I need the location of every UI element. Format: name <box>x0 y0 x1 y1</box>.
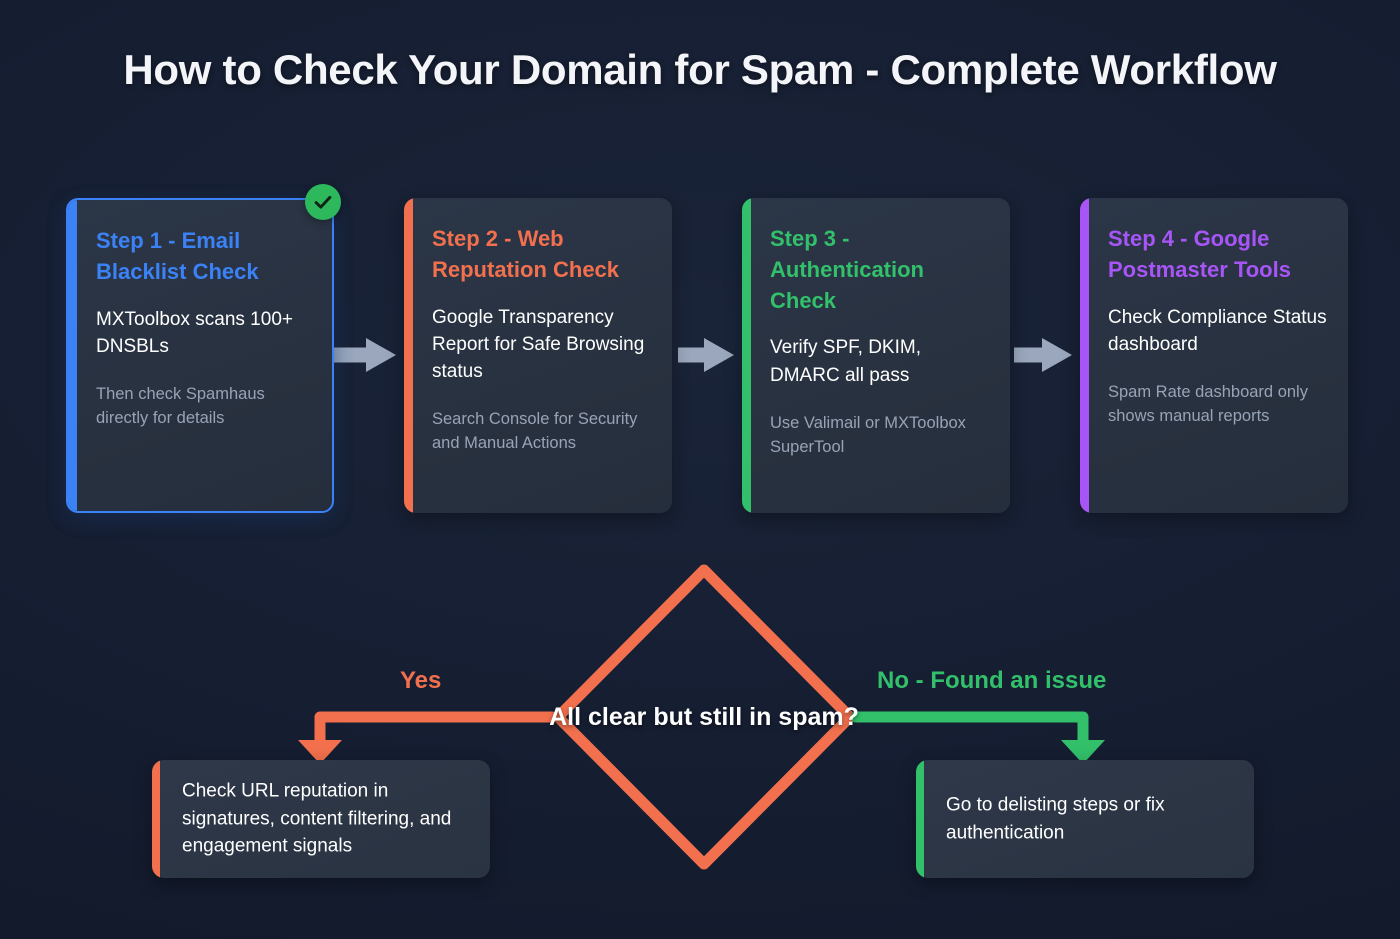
step-card-1[interactable]: Step 1 - Email Blacklist Check MXToolbox… <box>66 198 334 513</box>
step-4-title: Step 4 - Google Postmaster Tools <box>1108 226 1291 282</box>
step-1-body: MXToolbox scans 100+ DNSBLs <box>96 308 293 357</box>
step-2-title: Step 2 - Web Reputation Check <box>432 226 620 282</box>
result-card-yes[interactable]: Check URL reputation in signatures, cont… <box>152 760 490 878</box>
step-2-note: Search Console for Security and Manual A… <box>432 410 638 453</box>
result-card-no[interactable]: Go to delisting steps or fix authenticat… <box>916 760 1254 878</box>
step-1-title: Step 1 - Email Blacklist Check <box>96 228 259 284</box>
result-yes-text: Check URL reputation in signatures, cont… <box>182 780 452 857</box>
step-3-note: Use Valimail or MXToolbox SuperTool <box>770 413 966 456</box>
step-4-accent-bar <box>1080 198 1089 513</box>
decision-label: All clear but still in spam? <box>549 703 859 732</box>
step-4-body: Check Compliance Status dashboard <box>1108 306 1327 355</box>
step-1-accent-bar <box>68 200 77 511</box>
decision-node[interactable]: All clear but still in spam? <box>546 560 862 876</box>
step-3-title: Step 3 - Authentication Check <box>770 226 924 313</box>
check-icon <box>305 184 341 220</box>
result-no-text: Go to delisting steps or fix authenticat… <box>946 794 1165 843</box>
step-card-4[interactable]: Step 4 - Google Postmaster Tools Check C… <box>1080 198 1348 513</box>
step-1-note: Then check Spamhaus directly for details <box>96 384 265 427</box>
branch-label-no: No - Found an issue <box>877 667 1107 694</box>
page-title: How to Check Your Domain for Spam - Comp… <box>123 46 1277 93</box>
step-card-3[interactable]: Step 3 - Authentication Check Verify SPF… <box>742 198 1010 513</box>
step-3-accent-bar <box>742 198 751 513</box>
step-2-body: Google Transparency Report for Safe Brow… <box>432 306 645 382</box>
branch-label-yes: Yes <box>400 667 442 694</box>
result-yes-accent-bar <box>152 760 160 878</box>
result-no-accent-bar <box>916 760 924 878</box>
step-3-body: Verify SPF, DKIM, DMARC all pass <box>770 337 921 386</box>
step-2-accent-bar <box>404 198 413 513</box>
step-card-2[interactable]: Step 2 - Web Reputation Check Google Tra… <box>404 198 672 513</box>
step-4-note: Spam Rate dashboard only shows manual re… <box>1108 382 1308 425</box>
